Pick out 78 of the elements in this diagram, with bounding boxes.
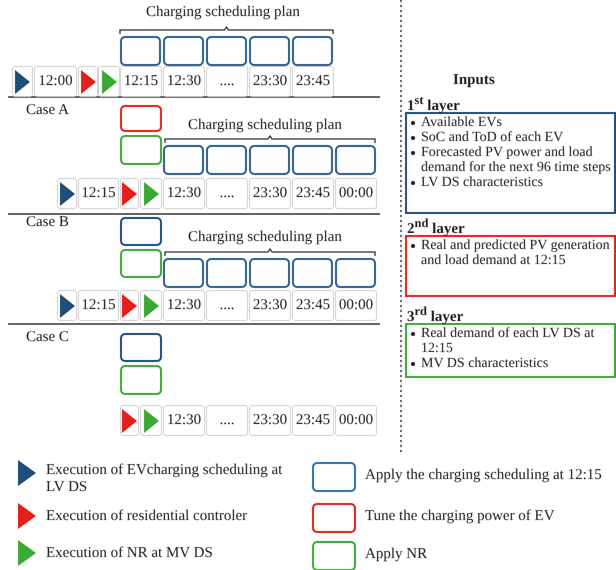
time-slot: 12:15: [78, 290, 119, 321]
schedule-box: [206, 258, 247, 288]
layer-heading: 3$^{rd}$ layer: [407, 303, 464, 326]
schedule-box: [163, 145, 204, 175]
time-slot: [57, 178, 77, 209]
input-item: Real and predicted PV generation and load demand at 12:15: [421, 238, 612, 268]
layer-heading: 1$^{st}$ layer: [407, 92, 460, 115]
input-item: LV DS characteristics: [421, 175, 612, 190]
case-label: Case B: [26, 214, 69, 231]
time-slot: 23:45: [292, 405, 334, 436]
time-slot: 12:00: [34, 66, 77, 97]
schedule-box: [292, 36, 333, 66]
input-item: SoC and ToD of each EV: [421, 130, 612, 145]
time-slot: 23:30: [249, 66, 291, 97]
time-slot: 23:30: [249, 178, 291, 209]
schedule-box: [163, 36, 204, 66]
time-slot: [120, 405, 139, 436]
time-slot: 12:15: [78, 178, 119, 209]
bracket-label: Charging scheduling plan: [146, 4, 300, 21]
time-slot: 12:30: [163, 178, 205, 209]
time-slot: 00:00: [335, 178, 377, 209]
time-slot: ....: [206, 405, 248, 436]
section-heading: Inputs: [453, 72, 495, 89]
time-slot: 23:45: [292, 178, 334, 209]
case-label: Case A: [26, 102, 69, 119]
schedule-box: [335, 145, 376, 175]
legend-text: Execution of EVcharging scheduling at LV DS: [46, 462, 284, 496]
schedule-box: [163, 258, 204, 288]
schedule-box: [120, 365, 162, 395]
schedule-box: [249, 36, 290, 66]
schedule-box: [292, 145, 333, 175]
time-slot: 23:30: [249, 405, 291, 436]
schedule-box: [120, 217, 162, 246]
schedule-box: [249, 145, 290, 175]
time-slot: 12:15: [120, 66, 162, 97]
input-item: Real demand of each LV DS at 12:15: [421, 326, 612, 356]
legend-text: Execution of residential controler: [46, 508, 248, 525]
bracket-label: Charging scheduling plan: [188, 229, 342, 246]
schedule-box: [206, 36, 247, 66]
schedule-box: [120, 249, 162, 278]
time-slot: [120, 290, 139, 321]
time-slot: 12:30: [163, 290, 205, 321]
schedule-box: [120, 105, 162, 132]
legend-text: Apply NR: [365, 546, 428, 563]
time-slot: [140, 178, 162, 209]
time-slot: 00:00: [335, 405, 377, 436]
schedule-box: [292, 258, 333, 288]
time-slot: 00:00: [335, 290, 377, 321]
legend-text: Execution of NR at MV DS: [46, 545, 214, 562]
time-slot: ....: [206, 66, 248, 97]
input-item: Forecasted PV power and load demand for the next 96 time steps: [421, 145, 612, 175]
schedule-box: [335, 258, 376, 288]
schedule-box: [206, 145, 247, 175]
time-slot: [140, 290, 162, 321]
time-slot: [140, 405, 162, 436]
time-slot: [78, 66, 98, 97]
layer-heading: 2$^{nd}$ layer: [407, 215, 465, 238]
schedule-box: [120, 36, 161, 66]
time-slot: 12:30: [163, 405, 205, 436]
time-slot: 23:45: [292, 290, 334, 321]
case-label: Case C: [26, 329, 69, 346]
time-slot: 12:30: [163, 66, 205, 97]
schedule-box: [120, 135, 162, 165]
legend-text: Tune the charging power of EV: [365, 508, 556, 525]
time-slot: [12, 66, 33, 97]
time-slot: [57, 290, 77, 321]
time-slot: 23:30: [249, 290, 291, 321]
bracket-label: Charging scheduling plan: [188, 117, 342, 134]
input-item: MV DS characteristics: [421, 356, 612, 371]
time-slot: [120, 178, 139, 209]
time-slot: [98, 66, 120, 97]
time-slot: ....: [206, 290, 248, 321]
schedule-box: [249, 258, 290, 288]
legend-text: Apply the charging scheduling at 12:15: [365, 467, 603, 484]
time-slot: ....: [206, 178, 248, 209]
schedule-box: [120, 333, 162, 362]
input-item: Available EVs: [421, 115, 612, 130]
time-slot: 23:45: [292, 66, 334, 97]
